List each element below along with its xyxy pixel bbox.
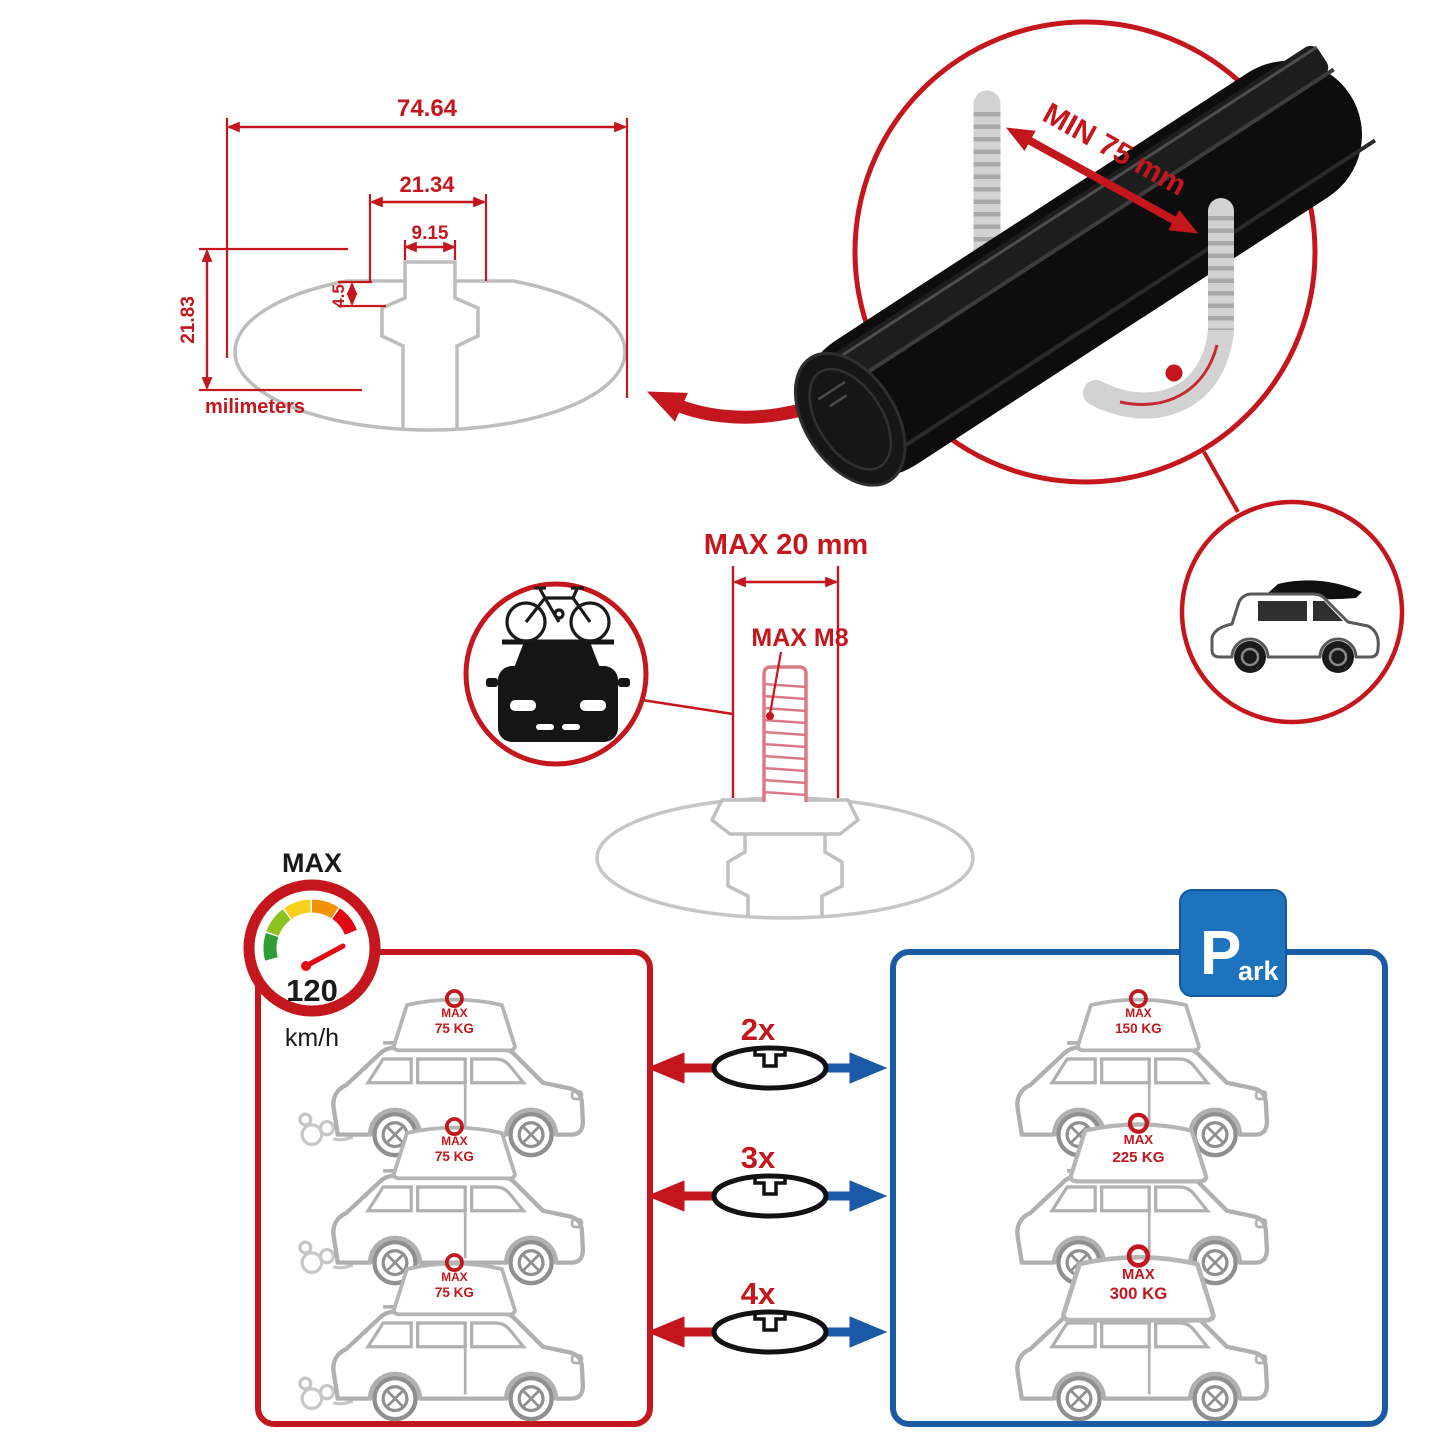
driving-car-1-kg: 75 KG (435, 1021, 474, 1036)
dim-channel-width: 21.34 (399, 172, 455, 197)
multiplier-row2: 3x (741, 1140, 776, 1175)
driving-car-3: MAX 75 KG (298, 1253, 583, 1419)
suv-with-roofbox-illustration (1210, 580, 1380, 673)
ubolt-front (1083, 198, 1234, 419)
bolt-spec-diagram: MAX 20 mm MAX M8 (595, 529, 975, 920)
bolt-max-thread-label: MAX M8 (751, 624, 848, 652)
speed-max-label: MAX (282, 848, 342, 878)
thread-pointer-dot (766, 712, 774, 720)
parked-car-1: MAX 150 KG (1017, 989, 1267, 1155)
driving-car-1-max: MAX (441, 1006, 467, 1020)
suv-roofbox-badge (1179, 499, 1405, 725)
capacity-arrows: 2x 3x 4x (646, 1012, 888, 1352)
profile-channel-right (453, 281, 480, 429)
bike-roof-badge (463, 581, 734, 767)
speed-units: km/h (285, 1024, 339, 1052)
profile-outline (233, 260, 627, 432)
min-width-arrow (1005, 127, 1199, 234)
badge-connector-line (1202, 451, 1240, 513)
speed-limit-gauge: MAX 120 km/h (243, 848, 381, 1052)
parked-car-3-max: MAX (1122, 1267, 1155, 1283)
park-sign-rest: ark (1238, 956, 1280, 986)
driving-load-panel: MAX 75 KG MAX 75 KG MAX 75 KG (298, 989, 583, 1419)
slot-channel-right (820, 834, 844, 916)
gauge-arc-segments (263, 899, 357, 961)
dimension-lines (201, 121, 628, 391)
driving-car-3-kg: 75 KG (435, 1285, 474, 1300)
park-sign-initial: P (1200, 919, 1241, 988)
dim-units-label: milimeters (205, 396, 305, 418)
bicycle-icon (505, 586, 611, 643)
car-front-illustration (486, 639, 630, 742)
parked-car-3-kg: 300 KG (1110, 1284, 1168, 1303)
driving-car-2-max: MAX (441, 1134, 467, 1148)
parked-car-2-kg: 225 KG (1112, 1149, 1164, 1166)
thread-pointer-line (768, 651, 783, 715)
multiplier-row3: 4x (741, 1276, 776, 1311)
parked-car-2: MAX 225 KG (1017, 1115, 1267, 1283)
parked-car-1-kg: 150 KG (1115, 1021, 1162, 1036)
dim-total-width: 74.64 (397, 95, 458, 122)
dim-slot-width: 9.15 (412, 223, 449, 244)
ubolt-marker-dot (1165, 364, 1183, 382)
dim-lip-depth: 4.5 (329, 284, 348, 308)
bolt-threads (762, 682, 808, 797)
parked-car-2-max: MAX (1124, 1132, 1154, 1147)
slot-channel-left (726, 834, 750, 916)
multiplier-row1: 2x (741, 1012, 776, 1047)
headlight-right-icon (580, 700, 606, 711)
bolt-dim-lines (731, 566, 840, 798)
parked-load-panel: MAX 150 KG MAX 225 KG MAX 300 KG (1017, 989, 1267, 1420)
profile-channel-left (380, 281, 407, 429)
gauge-needle-icon (303, 943, 346, 969)
bike-badge-connector (641, 698, 734, 716)
dim-total-height: 21.83 (178, 296, 199, 344)
headlight-left-icon (510, 700, 536, 711)
park-sign: P ark (1179, 889, 1287, 997)
bolt-max-length-label: MAX 20 mm (704, 529, 868, 561)
driving-car-1: MAX 75 KG (298, 989, 583, 1155)
driving-car-2: MAX 75 KG (298, 1117, 583, 1283)
slot-nut (710, 798, 860, 836)
crossbar-3d (793, 45, 1377, 487)
parked-car-3: MAX 300 KG (1017, 1247, 1267, 1420)
parked-car-1-max: MAX (1125, 1006, 1151, 1020)
crossbar-profile-dimension-diagram: 74.64 21.34 9.15 4.5 21.83 milimeters (178, 95, 629, 432)
driving-car-2-kg: 75 KG (435, 1149, 474, 1164)
crossbar-end-cap (793, 351, 907, 487)
speed-value: 120 (286, 973, 338, 1008)
zoom-circle (852, 19, 1318, 485)
crossbar-zoom-detail: MIN 75 mm (793, 19, 1377, 487)
driving-car-3-max: MAX (441, 1270, 467, 1284)
